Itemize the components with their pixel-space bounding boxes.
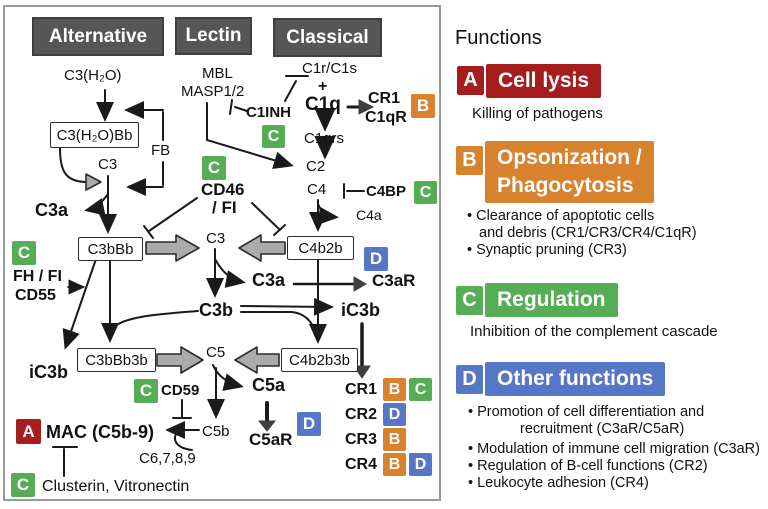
- cr-row-label: CR2: [345, 406, 378, 423]
- function-b-bullet: • Synaptic pruning (CR3): [467, 242, 627, 258]
- function-b-title-line1: Opsonization /: [497, 146, 642, 169]
- badge-cr1-c: C: [409, 378, 432, 401]
- node-c3-left: C3: [98, 156, 118, 173]
- node-c5a: C5a: [252, 375, 286, 395]
- node-c1rc1s: C1r/C1s: [302, 60, 358, 77]
- node-c3a-left: C3a: [35, 200, 69, 220]
- badge-c-fhfi: C: [12, 241, 36, 265]
- node-c6789: C6,7,8,9: [139, 450, 196, 467]
- node-mbl: MBL: [202, 65, 233, 82]
- function-d-bullet: • Promotion of cell differentiation and: [468, 404, 705, 420]
- node-c4a: C4a: [356, 207, 382, 223]
- node-c3b: C3b: [199, 300, 234, 320]
- badge-cr3-b: B: [383, 428, 406, 451]
- node-ic3b-left: iC3b: [29, 362, 69, 382]
- node-c4bp: C4BP: [366, 183, 407, 200]
- node-c3ar: C3aR: [372, 271, 416, 290]
- node-c5ar: C5aR: [249, 430, 293, 449]
- node-cd59: CD59: [161, 382, 200, 399]
- function-d-bullet: • Leukocyte adhesion (CR4): [468, 475, 649, 491]
- function-b-title: Opsonization / Phagocytosis: [485, 141, 654, 203]
- node-c2: C2: [306, 158, 326, 175]
- badge-cr1-b: B: [383, 378, 406, 401]
- function-d-bullet: • Regulation of B-cell functions (CR2): [468, 458, 708, 474]
- badge-b-c1qr: B: [411, 94, 435, 118]
- node-ic3b: iC3b: [341, 300, 381, 320]
- node-c3a-mid: C3a: [252, 270, 286, 290]
- function-a-description: Killing of pathogens: [472, 105, 603, 122]
- node-c3-mid: C3: [206, 230, 226, 247]
- node-fh-fi: FH / FI: [13, 268, 62, 285]
- box-c3bbb3b: C3bBb3b: [77, 348, 156, 372]
- node-plus: +: [318, 78, 328, 95]
- badge-d-c5ar: D: [297, 412, 321, 436]
- function-d-bullet: recruitment (C3aR/C5aR): [520, 421, 685, 437]
- function-b-bullet: • Clearance of apoptotic cells: [467, 208, 655, 224]
- header-lectin: Lectin: [175, 17, 252, 55]
- node-cd55: CD55: [15, 287, 56, 304]
- node-cd46: CD46: [201, 180, 245, 199]
- badge-d-c3ar: D: [364, 247, 388, 271]
- header-alternative: Alternative: [32, 17, 164, 56]
- cr-row-label: CR3: [345, 431, 378, 448]
- function-c-title: Regulation: [485, 283, 618, 317]
- node-c4: C4: [307, 181, 327, 198]
- badge-cr4-d: D: [409, 453, 432, 476]
- function-c-description: Inhibition of the complement cascade: [470, 323, 718, 340]
- node-c1qr: C1qR: [365, 109, 407, 126]
- badge-cr4-b: B: [383, 453, 406, 476]
- function-b-bullet: and debris (CR1/CR3/CR4/C1qR): [479, 225, 697, 241]
- badge-cr2-d: D: [383, 403, 406, 426]
- badge-c-clusterin: C: [11, 473, 35, 497]
- node-c3h2o: C3(H₂O): [64, 67, 122, 84]
- cr-row-label: CR4: [345, 456, 378, 473]
- function-d-bullet: • Modulation of immune cell migration (C…: [468, 441, 760, 457]
- node-c5b: C5b: [202, 423, 230, 440]
- badge-c-cd46: C: [202, 156, 226, 180]
- cr-row-label: CR1: [345, 381, 378, 398]
- badge-b-legend: B: [456, 146, 483, 175]
- badge-c-cd59: C: [134, 379, 158, 403]
- node-c1qrs: C1qrs: [304, 130, 345, 147]
- badge-c-c1inh: C: [262, 125, 285, 148]
- box-c3bbb: C3bBb: [78, 237, 143, 261]
- badge-a-mac: A: [16, 419, 41, 444]
- box-c3h2obb: C3(H₂O)Bb: [50, 122, 139, 148]
- functions-title: Functions: [455, 27, 542, 49]
- function-b-title-line2: Phagocytosis: [497, 174, 634, 197]
- node-clusterin-vitronectin: Clusterin, Vitronectin: [42, 478, 190, 495]
- function-d-title: Other functions: [485, 362, 666, 396]
- node-c1inh: C1INH: [246, 104, 292, 121]
- node-fb: FB: [149, 142, 173, 160]
- badge-a-legend: A: [457, 66, 484, 95]
- node-c5: C5: [206, 344, 226, 361]
- node-c1q: C1q: [305, 94, 341, 115]
- badge-c-c4bp: C: [414, 181, 437, 204]
- badge-c-legend: C: [456, 286, 483, 315]
- box-c4b2b: C4b2b: [287, 236, 354, 260]
- badge-d-legend: D: [456, 365, 483, 394]
- node-cr1-top: CR1: [368, 90, 401, 107]
- header-classical: Classical: [273, 18, 382, 57]
- node-masp12: MASP1/2: [181, 83, 245, 100]
- node-mac: MAC (C5b-9): [46, 422, 154, 442]
- function-a-title: Cell lysis: [486, 64, 602, 98]
- node-cd46-fi: / FI: [212, 198, 237, 217]
- box-c4b2b3b: C4b2b3b: [281, 348, 358, 372]
